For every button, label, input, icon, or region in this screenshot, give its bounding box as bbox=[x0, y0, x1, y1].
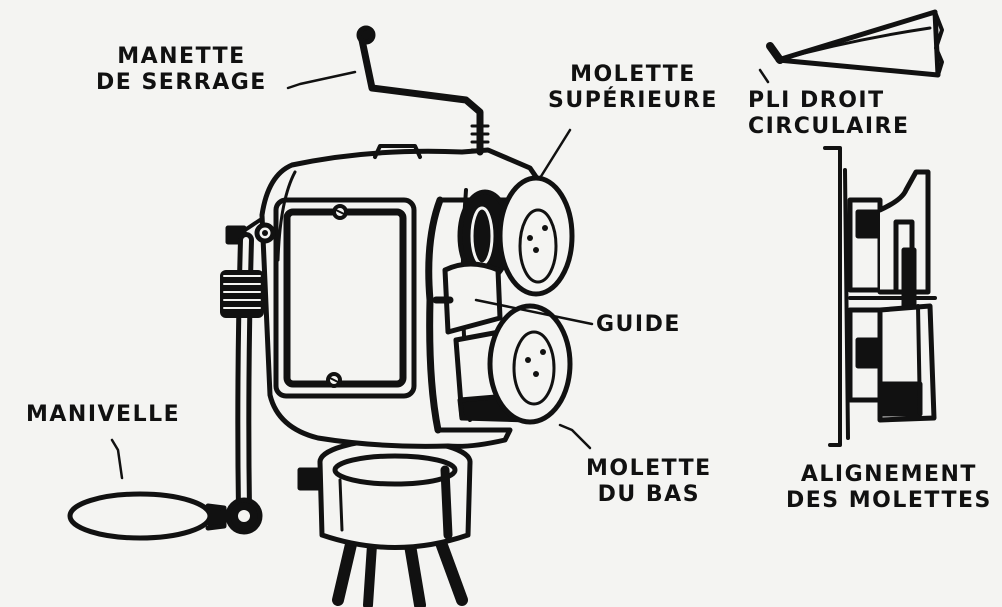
guide-plate bbox=[432, 261, 503, 335]
leader-guide bbox=[474, 298, 594, 326]
label-pli-line1: PLI DROIT bbox=[748, 88, 885, 113]
label-alignement-des-molettes: ALIGNEMENT DES MOLETTES bbox=[786, 462, 992, 514]
roller-alignment-detail bbox=[823, 146, 937, 447]
label-molette-bas-line2: DU BAS bbox=[597, 482, 701, 507]
tightening-handle bbox=[356, 25, 490, 156]
label-molette-sup-line2: SUPÉRIEURE bbox=[548, 88, 718, 113]
label-guide: GUIDE bbox=[596, 312, 681, 337]
upper-roller bbox=[457, 175, 575, 297]
label-molette-superieure: MOLETTE SUPÉRIEURE bbox=[548, 62, 718, 114]
label-manette-line1: MANETTE bbox=[117, 44, 246, 69]
tripod-legs bbox=[332, 534, 468, 607]
label-molette-sup-line1: MOLETTE bbox=[570, 62, 696, 87]
lower-roller bbox=[453, 303, 573, 425]
label-molette-bas-line1: MOLETTE bbox=[586, 456, 712, 481]
leader-molette-sup bbox=[538, 128, 572, 180]
leader-lines bbox=[110, 68, 770, 480]
label-pli-line2: CIRCULAIRE bbox=[748, 114, 910, 139]
label-manivelle: MANIVELLE bbox=[26, 402, 181, 427]
machine-housing bbox=[225, 144, 548, 449]
label-molette-du-bas: MOLETTE DU BAS bbox=[586, 456, 712, 508]
label-alignement-line1: ALIGNEMENT bbox=[800, 462, 977, 487]
circular-fold-detail bbox=[766, 9, 944, 78]
label-alignement-line2: DES MOLETTES bbox=[786, 488, 992, 513]
label-pli-droit-circulaire: PLI DROIT CIRCULAIRE bbox=[748, 88, 909, 140]
leader-manivelle bbox=[110, 438, 124, 480]
leader-molette-bas bbox=[558, 423, 592, 450]
base-cylinder bbox=[297, 437, 473, 550]
crank-handle bbox=[67, 232, 264, 541]
leader-pli bbox=[758, 68, 770, 84]
leader-manette bbox=[286, 70, 357, 90]
label-manette-line2: DE SERRAGE bbox=[96, 70, 267, 95]
label-manette-de-serrage: MANETTE DE SERRAGE bbox=[96, 44, 267, 96]
